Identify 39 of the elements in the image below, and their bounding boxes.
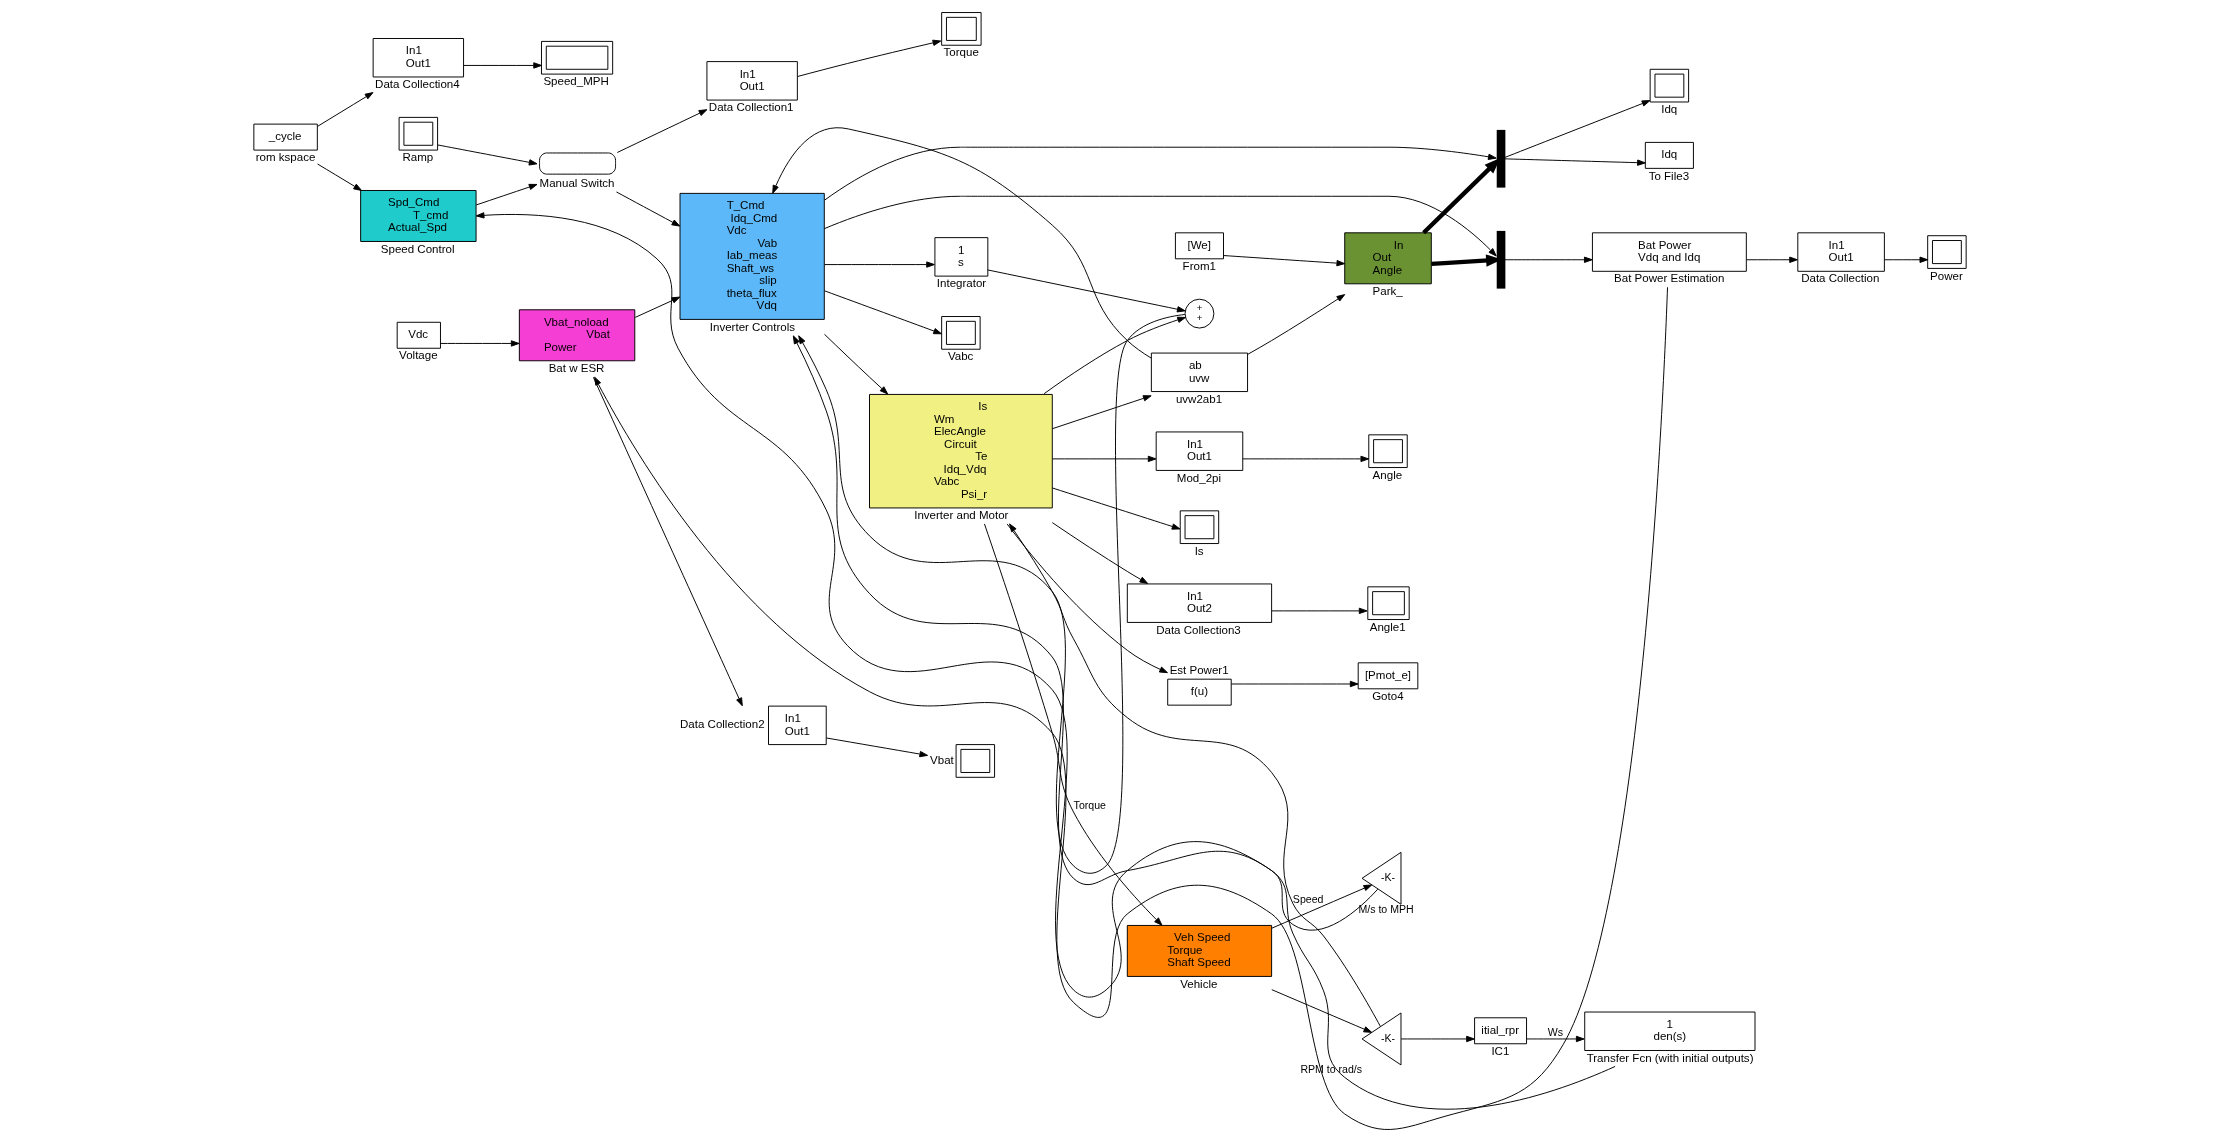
- node-label: IC1: [1490, 1044, 1509, 1057]
- node-label: To File3: [1648, 169, 1689, 182]
- node-label: Data Collection4: [374, 78, 460, 91]
- node-label: Is: [1194, 544, 1204, 557]
- node-label: Est Power1: [1169, 663, 1229, 676]
- node-label: Angle: [1372, 468, 1402, 481]
- node-label: Voltage: [398, 349, 438, 362]
- node-label: Torque: [943, 46, 979, 59]
- node-label: rom kspace: [255, 151, 315, 164]
- node-label: Data Collection: [1800, 272, 1879, 285]
- node-label: Data Collection3: [1155, 623, 1241, 636]
- node-label: From1: [1182, 259, 1216, 272]
- node-label: Transfer Fcn (with initial outputs): [1586, 1051, 1753, 1064]
- node-label: Mod_2pi: [1176, 471, 1221, 484]
- node-label: Inverter and Motor: [913, 509, 1008, 522]
- node-label: Angle1: [1369, 620, 1406, 633]
- node-label: Goto4: [1371, 689, 1404, 702]
- node-label: Speed Control: [380, 242, 455, 255]
- node-label: Data Collection1: [708, 101, 793, 114]
- node-label: Idq: [1660, 103, 1677, 116]
- node-label: Manual Switch: [539, 177, 615, 190]
- node-label: uvw2ab1: [1175, 392, 1222, 405]
- edge-label: Ws: [1547, 1025, 1563, 1038]
- node-label: M/s to MPH: [1357, 902, 1414, 915]
- node-label: Ramp: [401, 151, 433, 164]
- edge-label: Torque: [1073, 798, 1106, 811]
- node-label: Bat Power Estimation: [1613, 272, 1724, 285]
- edge-label: Speed: [1292, 893, 1323, 906]
- node-label: Park_: [1372, 284, 1403, 297]
- node-label: Power: [1929, 269, 1963, 282]
- node-label: RPM to rad/s: [1299, 1063, 1362, 1076]
- node-label: Integrator: [936, 277, 986, 290]
- node-label: Data Collection2: [679, 718, 765, 731]
- node-label: Vbat: [929, 753, 954, 766]
- node-label: Vabc: [947, 350, 973, 363]
- node-label: Speed_MPH: [542, 75, 609, 88]
- node-label: Vehicle: [1179, 977, 1217, 990]
- node-label: Bat w ESR: [548, 361, 604, 374]
- node-label: Inverter Controls: [709, 320, 795, 333]
